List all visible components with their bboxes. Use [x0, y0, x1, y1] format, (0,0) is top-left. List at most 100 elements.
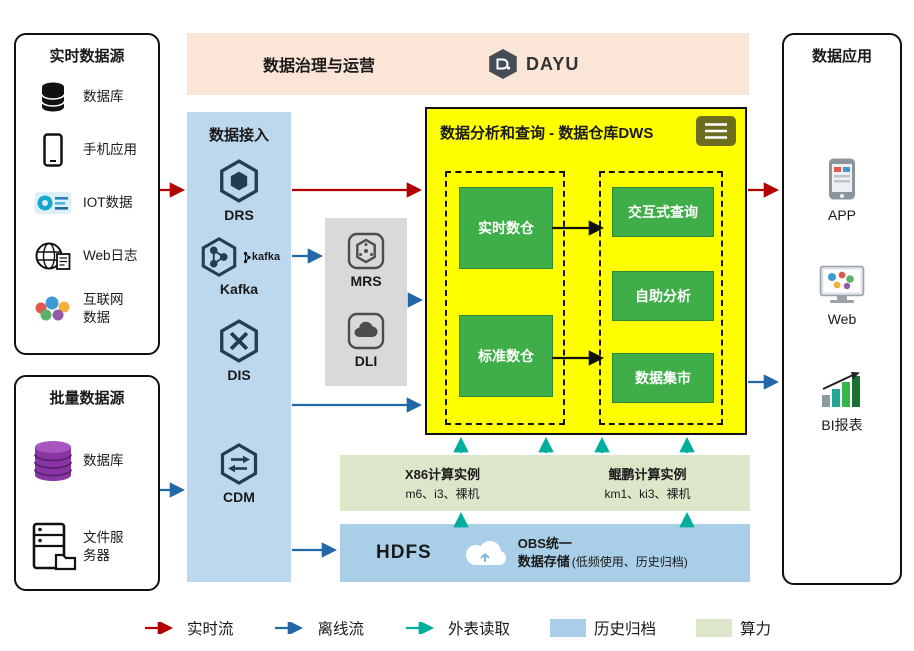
obs-line2: 数据存储 [517, 554, 570, 569]
dayu-logo: DAYU [487, 47, 579, 81]
legend-label: 离线流 [317, 621, 364, 638]
purple-database-icon [28, 438, 78, 484]
legend-label: 算力 [740, 621, 772, 638]
batch-sources-title: 批量数据源 [49, 390, 125, 407]
source-item-internet-data: 互联网数据 [16, 282, 158, 335]
source-item-batch-database: 数据库 [16, 418, 158, 504]
mobile-phone-icon [28, 132, 78, 167]
service-dli: DLI [325, 312, 407, 369]
kunpeng-compute-subtitle: km1、ki3、裸机 [604, 487, 691, 501]
storage-box: HDFS OBS统一 数据存储 (低频使用、历史归档) [340, 524, 750, 582]
app-item-web: Web [784, 265, 900, 327]
source-item-label: 数据库 [83, 88, 124, 104]
dli-icon [347, 312, 385, 350]
data-warehouse-icon [696, 116, 736, 146]
x86-compute: X86计算实例 m6、i3、裸机 [340, 455, 545, 511]
service-label: CDM [223, 489, 255, 505]
drs-hexagon-icon [220, 159, 258, 203]
bi-report-icon [822, 372, 860, 407]
source-item-mobile-app: 手机应用 [16, 123, 158, 176]
legend-realtime-flow: 实时流 [143, 617, 234, 639]
file-server-icon [28, 522, 78, 572]
dayu-icon [489, 49, 517, 79]
source-item-web-log: Web日志 [16, 229, 158, 282]
legend-offline-flow: 离线流 [273, 617, 364, 639]
legend-label: 历史归档 [594, 621, 657, 638]
processing-box: MRS DLI [325, 218, 407, 386]
governance-title: 数据治理与运营 [263, 58, 376, 75]
source-item-label: 手机应用 [83, 141, 137, 157]
hdfs-label: HDFS [376, 542, 432, 563]
node-realtime-warehouse: 实时数仓 [459, 187, 553, 269]
kafka-hexagon-icon [201, 237, 237, 277]
realtime-sources-panel: 实时数据源 数据库 手机应用 IOT数据 [14, 33, 160, 355]
internet-data-icon [28, 296, 78, 322]
compute-swatch [696, 619, 733, 637]
legend-history-archive: 历史归档 [550, 617, 656, 639]
iot-icon [28, 190, 78, 216]
source-item-iot: IOT数据 [16, 176, 158, 229]
source-item-label: 数据库 [83, 453, 124, 469]
mrs-icon [347, 232, 385, 270]
red-arrow-icon [144, 622, 174, 634]
teal-arrow-icon [405, 622, 435, 634]
database-icon [28, 81, 78, 113]
web-log-icon [28, 241, 78, 271]
warehouse-group: 实时数仓 标准数仓 [445, 171, 565, 425]
kunpeng-compute-title: 鲲鹏计算实例 [608, 467, 687, 482]
blue-arrow-icon [275, 622, 304, 634]
service-label: DIS [227, 367, 251, 383]
app-item-bi-report: BI报表 [784, 371, 900, 435]
source-item-label: IOT数据 [83, 194, 133, 210]
data-apps-title: 数据应用 [811, 48, 872, 65]
service-mrs: MRS [325, 232, 407, 289]
x86-compute-title: X86计算实例 [404, 467, 481, 482]
kafka-mark-icon [243, 251, 251, 263]
archive-swatch [550, 619, 586, 637]
batch-sources-list: 数据库 文件服务器 [16, 408, 158, 590]
cdm-hexagon-icon [220, 443, 258, 485]
service-cdm: CDM [187, 442, 291, 505]
node-interactive-query: 交互式查询 [612, 187, 714, 237]
app-item-app: APP [784, 157, 900, 223]
legend-compute-power: 算力 [696, 617, 771, 639]
service-label: DRS [224, 207, 254, 223]
service-label: DLI [354, 353, 378, 369]
dayu-logo-text: DAYU [526, 53, 580, 74]
service-label: MRS [350, 273, 382, 289]
node-self-service-analysis: 自助分析 [612, 271, 714, 321]
service-drs: DRS [187, 158, 291, 223]
batch-sources-panel: 批量数据源 数据库 文件服务器 [14, 375, 160, 591]
obs-line1: OBS统一 [517, 536, 572, 552]
realtime-sources-title: 实时数据源 [49, 48, 125, 65]
dws-title: 数据分析和查询 - 数据仓库DWS [440, 125, 654, 142]
legend-label: 实时流 [186, 621, 234, 638]
kunpeng-compute: 鲲鹏计算实例 km1、ki3、裸机 [545, 455, 750, 511]
analysis-group: 交互式查询 自助分析 数据集市 [599, 171, 723, 425]
kafka-badge-text: kafka [251, 251, 281, 263]
dis-hexagon-icon [220, 319, 258, 363]
service-dis: DIS [187, 318, 291, 383]
obs-note: (低频使用、历史归档) [571, 555, 688, 569]
obs-storage: OBS统一 数据存储 (低频使用、历史归档) [458, 535, 688, 570]
legend: 实时流 离线流 外表读取 历史归档 算力 [0, 617, 914, 639]
source-item-file-server: 文件服务器 [16, 504, 158, 590]
service-kafka: kafka Kafka [187, 236, 291, 297]
cloud-icon [465, 541, 506, 565]
web-monitor-icon [819, 265, 865, 303]
legend-label: 外表读取 [447, 621, 510, 638]
data-ingestion-title: 数据接入 [208, 127, 269, 144]
source-item-label: 文件服务器 [83, 530, 124, 563]
dws-box: 数据分析和查询 - 数据仓库DWS 实时数仓 标准数仓 交互式查询 自助分析 数… [425, 107, 747, 435]
source-item-label: 互联网数据 [83, 291, 124, 325]
node-data-mart: 数据集市 [612, 353, 714, 403]
data-ingestion-column: 数据接入 DRS kafka Kafka DIS CDM [187, 112, 291, 582]
app-item-label: BI报表 [821, 417, 863, 433]
legend-external-read: 外表读取 [404, 617, 510, 639]
data-apps-panel: 数据应用 APP Web BI报表 [782, 33, 902, 585]
app-item-label: Web [827, 311, 857, 327]
app-item-label: APP [827, 207, 856, 223]
compute-instances-box: X86计算实例 m6、i3、裸机 鲲鹏计算实例 km1、ki3、裸机 [340, 455, 750, 511]
service-label: Kafka [219, 281, 259, 297]
